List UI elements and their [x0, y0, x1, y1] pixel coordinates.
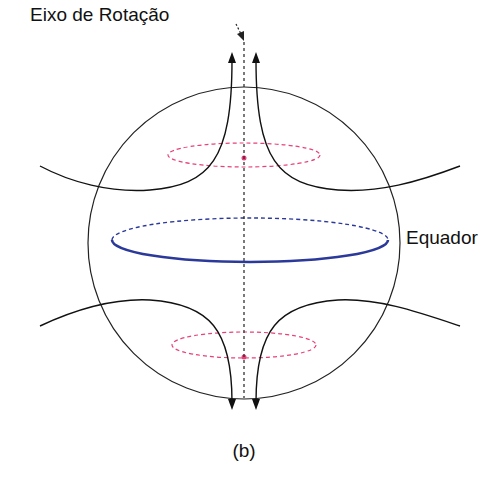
sphere-outline [88, 87, 400, 399]
equator-back [112, 218, 388, 240]
field-line [256, 300, 460, 402]
field-line [40, 300, 232, 402]
equator-label: Equador [406, 227, 478, 250]
field-lines [40, 60, 460, 402]
field-line [40, 60, 232, 190]
field-arrowheads [228, 52, 260, 410]
arrowhead [252, 399, 260, 410]
axis-pointer [236, 24, 241, 34]
field-line [256, 60, 460, 190]
arrowhead [228, 399, 236, 410]
figure-caption: (b) [232, 440, 255, 463]
rotation-axis [243, 42, 244, 398]
equator-front [112, 240, 388, 262]
arrowhead [252, 52, 260, 63]
axis-label: Eixo de Rotação [30, 4, 169, 27]
axis-pointer-head [237, 31, 244, 41]
arrowhead [228, 52, 236, 63]
